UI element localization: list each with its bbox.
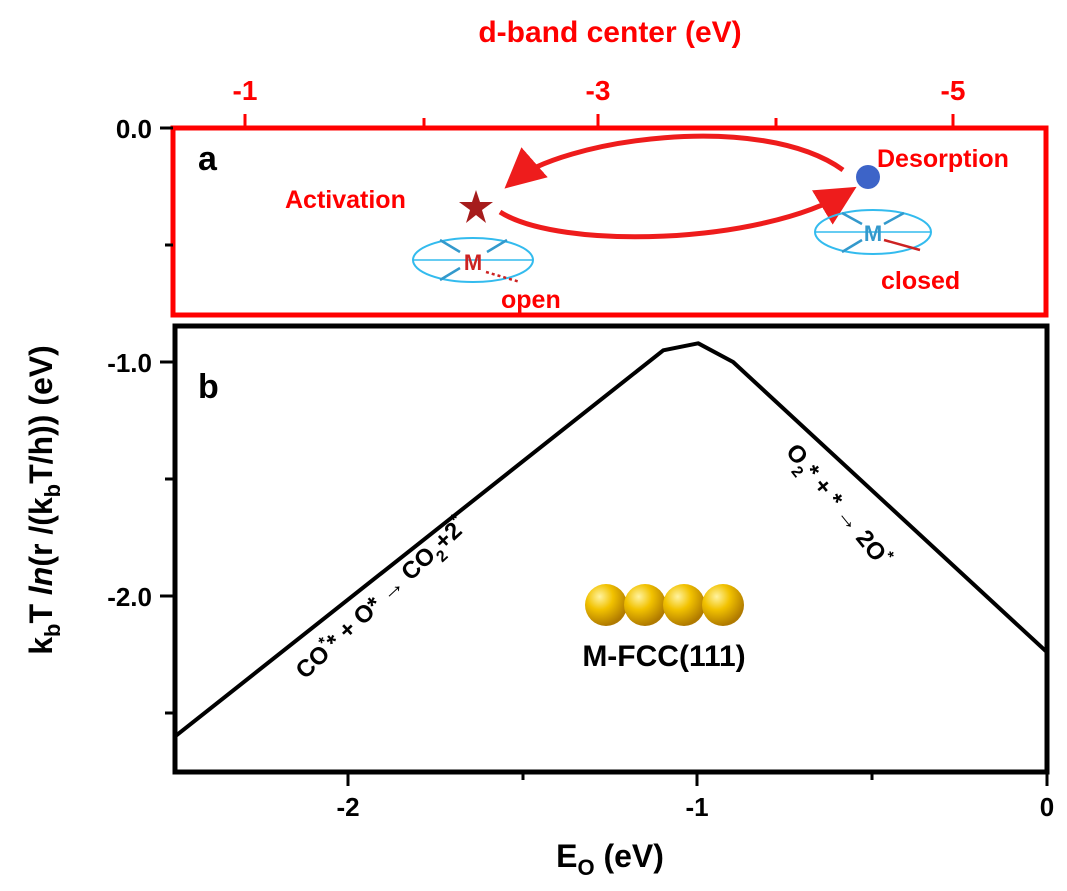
- volcano-curve-layer: [173, 341, 1049, 738]
- arrow-icon: [504, 133, 845, 189]
- y-tick-label: -1.0: [107, 348, 152, 378]
- y-tick-label: 0.0: [116, 114, 152, 144]
- y-axis-label: kbT ln(r /(kbT/h)) (eV): [23, 345, 65, 655]
- panel-b-frame: [172, 323, 1050, 775]
- closed-label: closed: [881, 267, 960, 295]
- top-axis-title: d-band center (eV): [478, 16, 741, 49]
- svg-text:CO** + O* → CO2+2*: CO** + O* → CO2+2*: [289, 511, 476, 689]
- metal-label: M: [864, 221, 882, 246]
- open-cluster-icon: [412, 237, 534, 284]
- panel-a-frame: [170, 125, 1049, 318]
- x-tick-label: -1: [685, 792, 708, 822]
- arrow-icon: [498, 186, 857, 240]
- volcano-curve-series-0: [173, 341, 1049, 738]
- star-icon: [459, 190, 493, 223]
- top-tick-label: -1: [233, 75, 258, 106]
- gold-atoms-icon: [585, 584, 744, 626]
- x-axis-label: EO (eV): [556, 838, 664, 880]
- bottom-axis-ticks: [346, 772, 1049, 786]
- x-tick-label: -2: [336, 792, 359, 822]
- left-reaction-label: CO** + O* → CO2+2*: [289, 511, 476, 689]
- top-tick-label: -5: [941, 75, 966, 106]
- metal-label: M: [464, 250, 482, 275]
- left-axis-ticks: [160, 126, 175, 715]
- svg-text:kbT ln(r /(kbT/h)) (eV): kbT ln(r /(kbT/h)) (eV): [23, 345, 65, 655]
- dot-icon: [856, 165, 880, 189]
- y-tick-label: -2.0: [107, 582, 152, 612]
- closed-cluster-icon: [814, 209, 932, 255]
- top-tick-label: -3: [586, 75, 611, 106]
- desorption-label: Desorption: [877, 145, 1009, 173]
- surface-label: M-FCC(111): [582, 640, 745, 673]
- panel-b-label: b: [198, 368, 219, 406]
- panel-a-label: a: [198, 140, 218, 178]
- activation-label: Activation: [285, 186, 406, 214]
- x-tick-label: 0: [1040, 792, 1054, 822]
- open-label: open: [501, 286, 561, 314]
